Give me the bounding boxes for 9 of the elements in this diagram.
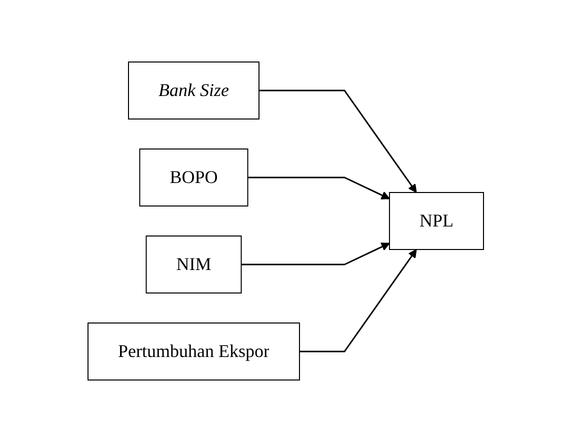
node-box: NPL xyxy=(388,192,484,250)
node-box: BOPO xyxy=(138,148,248,206)
arrow xyxy=(248,176,390,199)
node-box: NIM xyxy=(146,235,242,293)
node-box: Pertumbuhan Ekspor xyxy=(87,322,300,380)
arrow xyxy=(258,89,417,192)
node-box: Bank Size xyxy=(128,61,260,119)
arrow xyxy=(241,242,390,265)
arrow xyxy=(299,248,417,352)
